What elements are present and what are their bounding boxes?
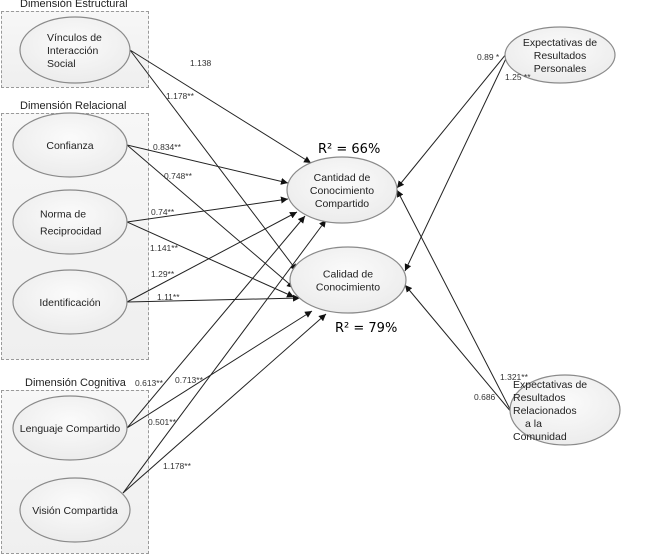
- path-arrow-vision-cantidad: [122, 219, 327, 494]
- construct-ellipse: [504, 26, 616, 84]
- construct-ellipse: [19, 477, 131, 543]
- path-arrow-identificacion-cantidad: [126, 211, 298, 303]
- path-arrow-comunidad-calidad: [404, 284, 513, 414]
- construct-node-norma: Norma de Reciprocidad: [12, 189, 128, 255]
- path-coefficient-vinculos-calidad: 1.178**: [166, 91, 195, 101]
- construct-label: Relacionados: [513, 405, 577, 417]
- construct-label: Compartido: [315, 198, 369, 210]
- path-coefficient-confianza-calidad: 0.748**: [164, 171, 193, 181]
- r-squared-calidad: R² = 79%: [335, 321, 397, 336]
- path-arrow-lenguaje-calidad: [126, 310, 313, 429]
- path-coefficient-lenguaje-calidad: 0.713**: [175, 375, 204, 385]
- path-coefficient-identificacion-calidad: 1.11**: [157, 292, 180, 302]
- group-title-relacional: Dimensión Relacional: [20, 100, 127, 112]
- path-coefficient-comunidad-calidad: 0.686: [474, 392, 496, 402]
- construct-label: Lenguaje Compartido: [20, 423, 121, 435]
- construct-ellipse: [12, 112, 128, 178]
- path-coefficient-vision-calidad: 1.178**: [163, 461, 192, 471]
- path-coefficient-norma-cantidad: 0.74**: [151, 207, 175, 217]
- path-arrow-comunidad-cantidad: [396, 189, 513, 414]
- construct-label: Norma de: [40, 209, 86, 221]
- construct-node-confianza: Confianza: [12, 112, 128, 178]
- construct-label: Calidad de: [323, 269, 373, 281]
- path-coefficient-personales-cantidad: 0.89 *: [477, 52, 500, 62]
- construct-label: Visión Compartida: [32, 505, 118, 517]
- construct-label: Expectativas de: [523, 37, 597, 49]
- construct-ellipse: [12, 189, 128, 255]
- path-arrow-norma-calidad: [126, 221, 295, 298]
- path-arrow-lenguaje-cantidad: [126, 215, 306, 429]
- construct-label: Reciprocidad: [40, 226, 101, 238]
- construct-label: Interacción: [47, 45, 99, 57]
- path-arrow-norma-cantidad: [126, 196, 289, 223]
- construct-ellipse: [289, 246, 407, 314]
- r-squared-cantidad: R² = 66%: [318, 142, 380, 157]
- path-coefficient-norma-calidad: 1.141**: [150, 243, 179, 253]
- path-arrow-vinculos-cantidad: [129, 49, 312, 164]
- construct-label: Expectativas de: [513, 379, 587, 391]
- construct-ellipse: [19, 16, 131, 84]
- construct-ellipse: [12, 395, 128, 461]
- construct-ellipse: [286, 156, 398, 224]
- construct-label: Conocimiento: [310, 185, 374, 197]
- group-title-estructural: Dimensión Estructural: [20, 0, 128, 10]
- construct-label: Vínculos de: [47, 32, 102, 44]
- construct-label: Identificación: [39, 297, 100, 309]
- construct-ellipse: [12, 269, 128, 335]
- path-arrow-personales-cantidad: [396, 47, 512, 189]
- path-coefficient-identificacion-cantidad: 1.29**: [151, 269, 175, 279]
- construct-ellipse: [509, 374, 621, 446]
- construct-label: a la: [525, 418, 542, 430]
- path-arrow-confianza-calidad: [126, 144, 295, 289]
- path-coefficient-vinculos-cantidad: 1.138: [190, 58, 212, 68]
- construct-label: Cantidad de: [314, 172, 371, 184]
- construct-label: Social: [47, 58, 76, 70]
- path-coefficient-personales-calidad: 1.25 **: [505, 72, 531, 82]
- construct-label: Conocimiento: [316, 282, 380, 294]
- path-coefficient-comunidad-cantidad: 1.321**: [500, 372, 529, 382]
- construct-node-vision: Visión Compartida: [19, 477, 131, 543]
- group-title-cognitiva: Dimensión Cognitiva: [25, 377, 126, 389]
- construct-node-lenguaje: Lenguaje Compartido: [12, 395, 128, 461]
- construct-label: Resultados: [513, 392, 566, 404]
- construct-label: Personales: [534, 63, 587, 75]
- path-coefficient-vision-cantidad: 0.501**: [148, 417, 177, 427]
- path-arrow-personales-calidad: [404, 47, 512, 272]
- path-arrow-confianza-cantidad: [126, 144, 289, 185]
- path-coefficient-confianza-cantidad: 0.834**: [153, 142, 182, 152]
- construct-node-identificacion: Identificación: [12, 269, 128, 335]
- path-arrow-vision-calidad: [122, 313, 327, 494]
- construct-label: Confianza: [46, 140, 93, 152]
- construct-label: Resultados: [534, 50, 587, 62]
- path-arrow-vinculos-calidad: [129, 49, 298, 272]
- construct-label: Comunidad: [513, 431, 567, 443]
- path-coefficient-lenguaje-cantidad: 0.613**: [135, 378, 164, 388]
- path-arrow-identificacion-calidad: [126, 294, 301, 303]
